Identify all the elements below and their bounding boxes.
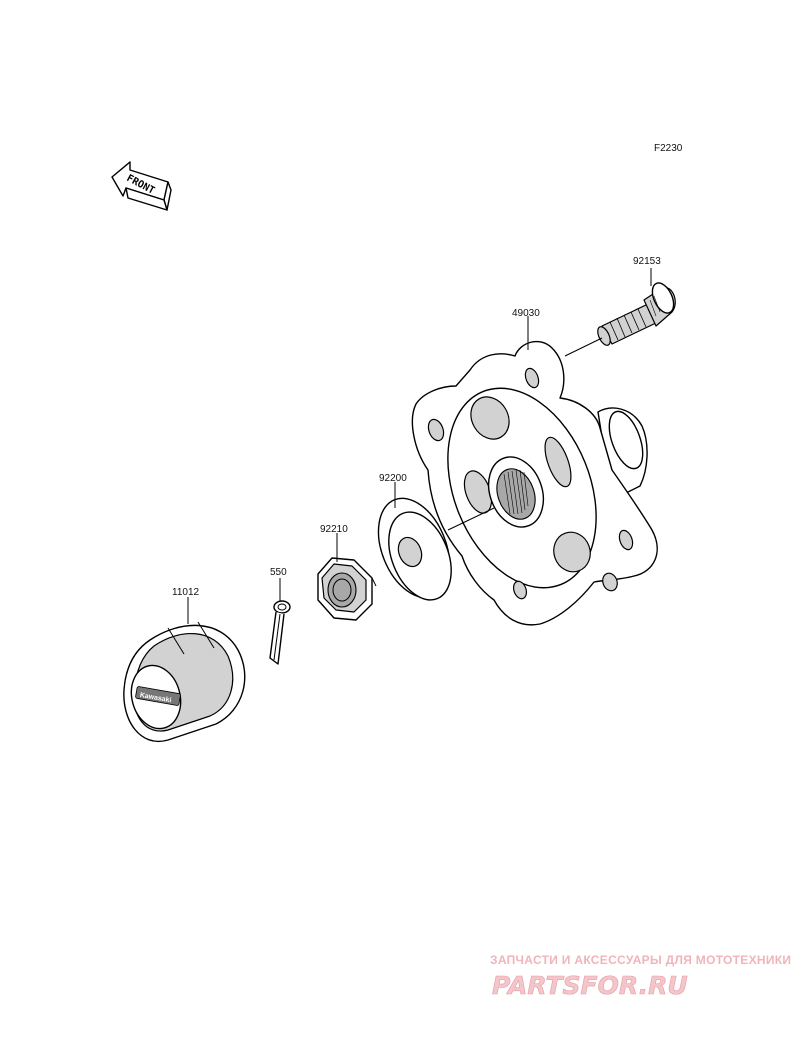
part-label-49030: 49030 — [512, 308, 540, 319]
castle-nut-92210 — [317, 557, 377, 621]
watermark: ЗАПЧАСТИ И АКСЕССУАРЫ ДЛЯ МОТОТЕХНИКИ PA… — [490, 953, 791, 1000]
part-label-550: 550 — [270, 567, 287, 578]
figure-code: F2230 — [654, 143, 683, 154]
hub-cap-11012: Kawasaki — [123, 621, 246, 743]
leader-lines — [187, 268, 652, 624]
hub-49030 — [411, 340, 658, 626]
stud-bolt-92153 — [597, 282, 676, 346]
brand-badge — [135, 686, 181, 706]
watermark-tagline: ЗАПЧАСТИ И АКСЕССУАРЫ ДЛЯ МОТОТЕХНИКИ — [490, 953, 791, 967]
watermark-site: PARTSFOR.RU — [492, 971, 688, 1000]
front-direction-arrow-icon: FRONT — [111, 161, 172, 211]
washer-92200 — [377, 497, 452, 601]
cotter-pin-550 — [269, 600, 291, 665]
part-label-92200: 92200 — [379, 473, 407, 484]
part-label-11012: 11012 — [172, 587, 200, 598]
part-label-92210: 92210 — [320, 524, 348, 535]
part-label-92153: 92153 — [633, 256, 661, 267]
